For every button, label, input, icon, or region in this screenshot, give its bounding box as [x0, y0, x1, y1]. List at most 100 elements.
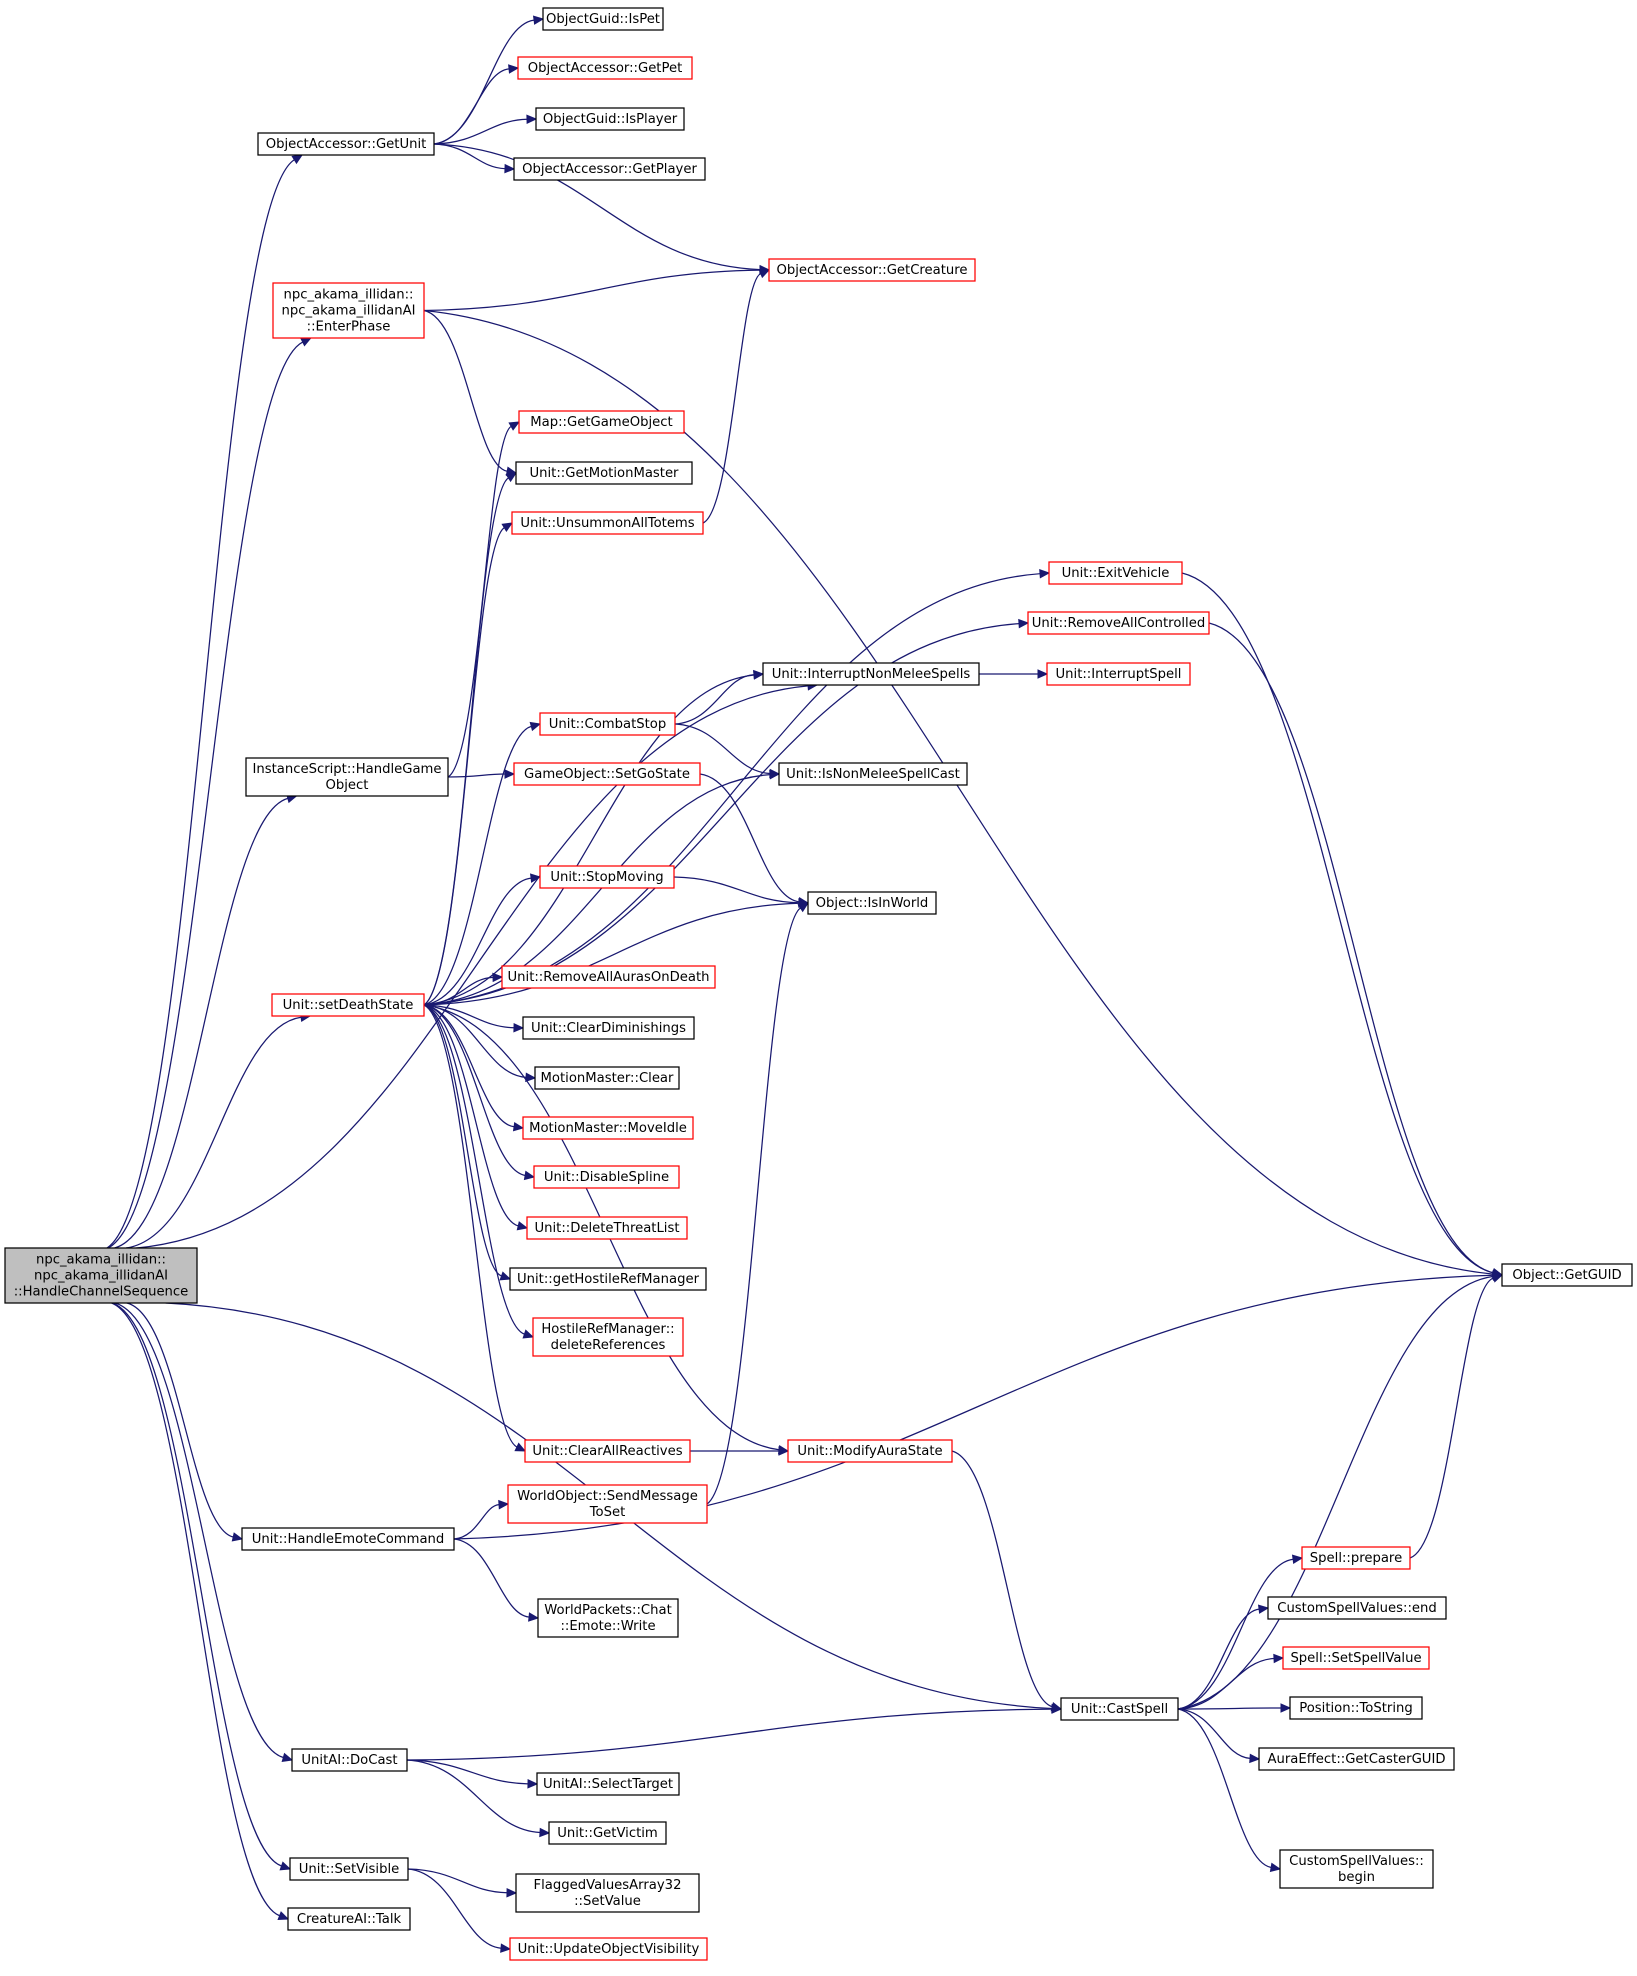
node-box-spellprepare[interactable]: [1301, 1546, 1411, 1570]
node-box-enterphase[interactable]: [272, 282, 425, 339]
node-setdeathstate[interactable]: Unit::setDeathState: [271, 993, 425, 1017]
node-updatevisibility[interactable]: Unit::UpdateObjectVisibility: [509, 1937, 708, 1961]
node-box-disablespline[interactable]: [533, 1165, 680, 1189]
node-objacc_getunit[interactable]: ObjectAccessor::GetUnit: [257, 132, 435, 156]
node-clearallreactives[interactable]: Unit::ClearAllReactives: [524, 1439, 691, 1463]
node-cleardiminishings[interactable]: Unit::ClearDiminishings: [522, 1016, 695, 1040]
node-box-gethostilerefmanager[interactable]: [509, 1267, 707, 1291]
node-box-isinworld[interactable]: [807, 891, 937, 915]
node-box-exitvehicle[interactable]: [1048, 561, 1183, 585]
node-box-isnonmeleespellcast[interactable]: [778, 762, 968, 786]
node-spellprepare[interactable]: Spell::prepare: [1301, 1546, 1411, 1570]
node-box-selecttarget[interactable]: [536, 1772, 680, 1796]
node-box-getvictim[interactable]: [548, 1821, 667, 1845]
node-box-root[interactable]: [4, 1247, 198, 1304]
node-combatstop[interactable]: Unit::CombatStop: [539, 712, 676, 736]
node-box-handleemote[interactable]: [241, 1527, 455, 1551]
node-box-ispet[interactable]: [542, 7, 664, 31]
node-tostring[interactable]: Position::ToString: [1289, 1696, 1423, 1720]
node-removeaurasondeath[interactable]: Unit::RemoveAllAurasOnDeath: [501, 965, 716, 989]
node-interruptnonmelee[interactable]: Unit::InterruptNonMeleeSpells: [762, 662, 980, 686]
node-box-modifyaurastate[interactable]: [787, 1439, 953, 1463]
node-box-cleardiminishings[interactable]: [522, 1016, 695, 1040]
node-box-flaggedsetvalue[interactable]: [515, 1873, 700, 1913]
node-csvend[interactable]: CustomSpellValues::end: [1267, 1596, 1447, 1620]
node-isnonmeleespellcast[interactable]: Unit::IsNonMeleeSpellCast: [778, 762, 968, 786]
node-box-getcreature[interactable]: [768, 258, 976, 282]
node-flaggedsetvalue[interactable]: FlaggedValuesArray32::SetValue: [515, 1873, 700, 1913]
node-box-deletethreatlist[interactable]: [526, 1216, 688, 1240]
node-box-tostring[interactable]: [1289, 1696, 1423, 1720]
node-hostiledelete[interactable]: HostileRefManager::deleteReferences: [532, 1317, 684, 1357]
node-box-unsummontotems[interactable]: [511, 511, 704, 535]
node-talk[interactable]: CreatureAI::Talk: [287, 1907, 411, 1931]
node-box-getmotionmaster[interactable]: [515, 461, 693, 485]
node-box-getcasterguid[interactable]: [1258, 1747, 1455, 1771]
node-box-getgameobject[interactable]: [518, 410, 685, 434]
node-enterphase[interactable]: npc_akama_illidan::npc_akama_illidanAI::…: [272, 282, 425, 339]
node-box-talk[interactable]: [287, 1907, 411, 1931]
node-getgameobject[interactable]: Map::GetGameObject: [518, 410, 685, 434]
node-disablespline[interactable]: Unit::DisableSpline: [533, 1165, 680, 1189]
node-deletethreatlist[interactable]: Unit::DeleteThreatList: [526, 1216, 688, 1240]
node-box-clearallreactives[interactable]: [524, 1439, 691, 1463]
node-mmmoveidle[interactable]: MotionMaster::MoveIdle: [522, 1116, 694, 1140]
node-unsummontotems[interactable]: Unit::UnsummonAllTotems: [511, 511, 704, 535]
node-docast[interactable]: UnitAI::DoCast: [291, 1748, 408, 1772]
node-box-hostiledelete[interactable]: [532, 1317, 684, 1357]
node-getplayer[interactable]: ObjectAccessor::GetPlayer: [513, 157, 706, 181]
node-box-setdeathstate[interactable]: [271, 993, 425, 1017]
node-mmclear[interactable]: MotionMaster::Clear: [534, 1066, 680, 1090]
node-setspellvalue[interactable]: Spell::SetSpellValue: [1282, 1646, 1430, 1670]
node-selecttarget[interactable]: UnitAI::SelectTarget: [536, 1772, 680, 1796]
node-box-removeallcontrolled[interactable]: [1027, 611, 1210, 635]
node-box-isplayer[interactable]: [535, 107, 685, 131]
node-removeallcontrolled[interactable]: Unit::RemoveAllControlled: [1027, 611, 1210, 635]
node-emotewrite[interactable]: WorldPackets::Chat::Emote::Write: [537, 1598, 679, 1638]
node-csvbegin[interactable]: CustomSpellValues::begin: [1279, 1849, 1434, 1889]
node-box-getguid[interactable]: [1501, 1263, 1633, 1287]
node-box-combatstop[interactable]: [539, 712, 676, 736]
node-isplayer[interactable]: ObjectGuid::IsPlayer: [535, 107, 685, 131]
node-getcreature[interactable]: ObjectAccessor::GetCreature: [768, 258, 976, 282]
node-isinworld[interactable]: Object::IsInWorld: [807, 891, 937, 915]
node-box-getplayer[interactable]: [513, 157, 706, 181]
node-box-docast[interactable]: [291, 1748, 408, 1772]
node-box-mmmoveidle[interactable]: [522, 1116, 694, 1140]
node-box-castspell[interactable]: [1060, 1697, 1179, 1721]
node-stopmoving[interactable]: Unit::StopMoving: [539, 865, 675, 889]
node-getguid[interactable]: Object::GetGUID: [1501, 1263, 1633, 1287]
node-box-mmclear[interactable]: [534, 1066, 680, 1090]
node-castspell[interactable]: Unit::CastSpell: [1060, 1697, 1179, 1721]
node-getmotionmaster[interactable]: Unit::GetMotionMaster: [515, 461, 693, 485]
node-box-handlegameobject[interactable]: [245, 757, 449, 797]
node-gethostilerefmanager[interactable]: Unit::getHostileRefManager: [509, 1267, 707, 1291]
node-handleemote[interactable]: Unit::HandleEmoteCommand: [241, 1527, 455, 1551]
node-root[interactable]: npc_akama_illidan::npc_akama_illidanAI::…: [4, 1247, 198, 1304]
node-setvisible[interactable]: Unit::SetVisible: [289, 1857, 409, 1881]
node-box-interruptnonmelee[interactable]: [762, 662, 980, 686]
node-box-emotewrite[interactable]: [537, 1598, 679, 1638]
node-interruptspell[interactable]: Unit::InterruptSpell: [1046, 662, 1191, 686]
node-box-setvisible[interactable]: [289, 1857, 409, 1881]
node-getvictim[interactable]: Unit::GetVictim: [548, 1821, 667, 1845]
node-box-setgostate[interactable]: [513, 762, 701, 786]
node-box-updatevisibility[interactable]: [509, 1937, 708, 1961]
node-setgostate[interactable]: GameObject::SetGoState: [513, 762, 701, 786]
node-box-csvend[interactable]: [1267, 1596, 1447, 1620]
node-box-stopmoving[interactable]: [539, 865, 675, 889]
node-ispet[interactable]: ObjectGuid::IsPet: [542, 7, 664, 31]
node-exitvehicle[interactable]: Unit::ExitVehicle: [1048, 561, 1183, 585]
node-box-objacc_getunit[interactable]: [257, 132, 435, 156]
node-getcasterguid[interactable]: AuraEffect::GetCasterGUID: [1258, 1747, 1455, 1771]
node-box-csvbegin[interactable]: [1279, 1849, 1434, 1889]
node-box-interruptspell[interactable]: [1046, 662, 1191, 686]
node-box-sendmessagetoset[interactable]: [507, 1484, 708, 1524]
node-getpet[interactable]: ObjectAccessor::GetPet: [517, 56, 693, 80]
node-box-setspellvalue[interactable]: [1282, 1646, 1430, 1670]
node-box-getpet[interactable]: [517, 56, 693, 80]
node-modifyaurastate[interactable]: Unit::ModifyAuraState: [787, 1439, 953, 1463]
node-box-removeaurasondeath[interactable]: [501, 965, 716, 989]
